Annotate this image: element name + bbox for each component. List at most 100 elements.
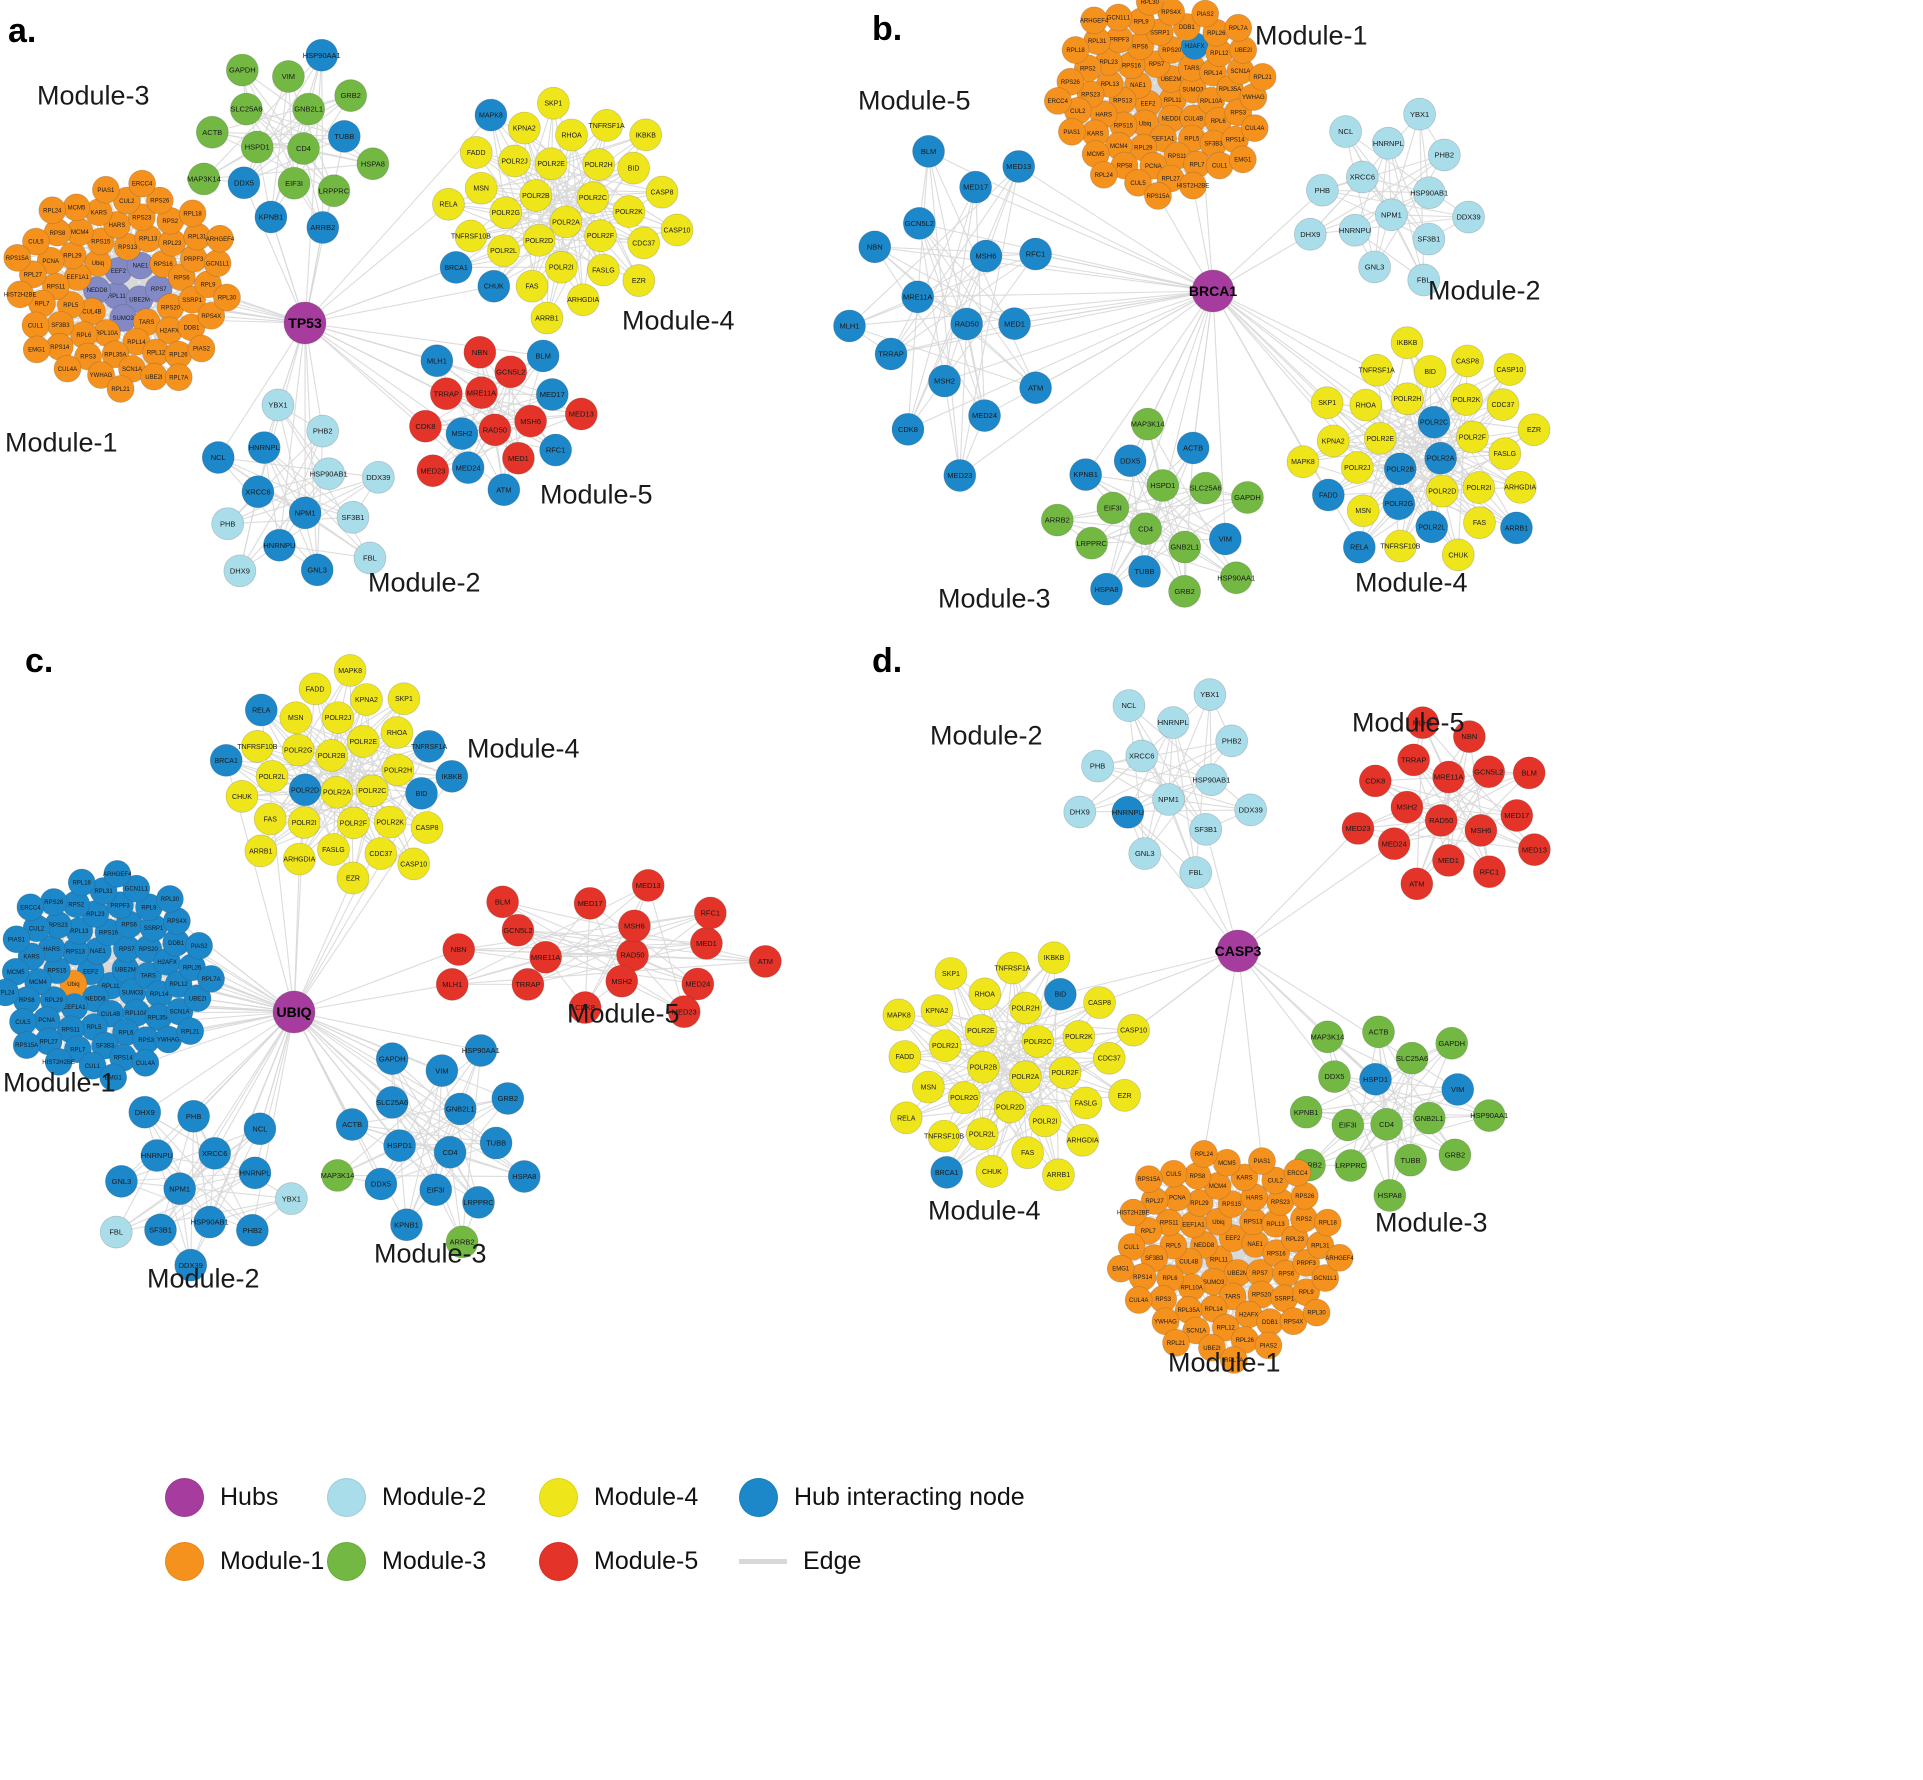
svg-text:CASP10: CASP10: [1120, 1028, 1147, 1035]
svg-text:MLH1: MLH1: [839, 322, 859, 331]
svg-text:NPM1: NPM1: [295, 509, 316, 518]
module-label-c-module-4: Module-4: [467, 733, 580, 763]
module-label-a-module-3: Module-3: [37, 80, 150, 110]
svg-text:DDX39: DDX39: [1239, 806, 1263, 815]
svg-text:NAE1: NAE1: [1247, 1242, 1263, 1248]
svg-text:POLR2L: POLR2L: [490, 248, 517, 255]
svg-text:RPL5: RPL5: [63, 303, 79, 309]
svg-text:CASP8: CASP8: [651, 190, 674, 197]
svg-text:MCM4: MCM4: [1209, 1184, 1227, 1190]
svg-text:CUL4A: CUL4A: [136, 1061, 155, 1067]
svg-text:ATM: ATM: [496, 485, 511, 494]
svg-text:RPL35A: RPL35A: [104, 352, 126, 358]
svg-text:RELA: RELA: [252, 707, 271, 714]
svg-text:PIAS2: PIAS2: [191, 944, 209, 950]
svg-text:IKBKB: IKBKB: [1397, 340, 1418, 347]
module-label-a-module-1: Module-1: [5, 427, 118, 457]
svg-text:XRCC6: XRCC6: [1350, 173, 1375, 182]
svg-text:HSPD1: HSPD1: [387, 1141, 412, 1150]
svg-text:GCN5L2: GCN5L2: [503, 926, 532, 935]
svg-text:EZR: EZR: [632, 278, 646, 285]
svg-text:CASP8: CASP8: [1088, 1000, 1111, 1007]
svg-text:CUL5: CUL5: [1166, 1172, 1182, 1178]
svg-text:TUBB: TUBB: [486, 1139, 506, 1148]
svg-text:RPS4X: RPS4X: [201, 314, 221, 320]
svg-text:FASLG: FASLG: [1494, 451, 1517, 458]
svg-text:RPS15A: RPS15A: [15, 1043, 38, 1049]
svg-text:RPL24: RPL24: [43, 208, 62, 214]
module-label-b-module-2: Module-2: [1428, 275, 1541, 305]
svg-text:POLR2B: POLR2B: [522, 193, 550, 200]
module-label-d-module-2: Module-2: [930, 720, 1043, 750]
svg-text:EEF2: EEF2: [83, 970, 99, 976]
svg-text:MSH2: MSH2: [934, 377, 955, 386]
legend-label-module-1: Module-1: [220, 1547, 324, 1576]
svg-text:RPL12: RPL12: [169, 982, 188, 988]
svg-text:GCN5L2: GCN5L2: [496, 367, 525, 376]
hub-interacting-node-swatch-icon: [739, 1478, 778, 1517]
svg-text:RPS16: RPS16: [154, 262, 174, 268]
svg-text:ERCC4: ERCC4: [1287, 1171, 1308, 1177]
svg-text:RPL12: RPL12: [1210, 51, 1229, 57]
svg-text:POLR2I: POLR2I: [1466, 485, 1491, 492]
svg-text:EEF1A1: EEF1A1: [1182, 1223, 1205, 1229]
svg-text:DDX39: DDX39: [1456, 213, 1480, 222]
svg-text:RPS14: RPS14: [1133, 1275, 1153, 1281]
svg-text:BLM: BLM: [1521, 769, 1536, 778]
svg-text:GNL3: GNL3: [1135, 849, 1155, 858]
svg-text:CUL4B: CUL4B: [101, 1012, 120, 1018]
svg-text:UBE2M: UBE2M: [115, 967, 136, 973]
svg-text:RPS8: RPS8: [19, 998, 35, 1004]
svg-text:XRCC6: XRCC6: [202, 1149, 227, 1158]
svg-text:HIST2H2BE: HIST2H2BE: [4, 292, 37, 298]
svg-text:SSRP1: SSRP1: [1150, 30, 1170, 36]
svg-text:RPL10A: RPL10A: [96, 331, 118, 337]
svg-text:YWHAG: YWHAG: [157, 1038, 180, 1044]
svg-text:MAP3K14: MAP3K14: [1311, 1032, 1345, 1041]
svg-text:GNB2L1: GNB2L1: [1415, 1114, 1444, 1123]
svg-text:POLR2L: POLR2L: [969, 1131, 996, 1138]
svg-text:HSP90AA1: HSP90AA1: [1470, 1111, 1508, 1120]
svg-text:EEF1A1: EEF1A1: [67, 275, 90, 281]
svg-text:RFC1: RFC1: [1480, 867, 1500, 876]
svg-text:SF3B1: SF3B1: [1417, 235, 1440, 244]
svg-text:ERCC4: ERCC4: [1048, 99, 1069, 105]
svg-text:RPL5: RPL5: [1166, 1244, 1182, 1250]
svg-text:CD4: CD4: [443, 1148, 458, 1157]
svg-text:EMG1: EMG1: [1112, 1267, 1130, 1273]
svg-text:POLR2L: POLR2L: [1418, 524, 1445, 531]
svg-text:SUMO3: SUMO3: [1203, 1280, 1225, 1286]
svg-text:DDX5: DDX5: [234, 178, 254, 187]
svg-text:POLR2C: POLR2C: [358, 788, 386, 795]
svg-text:DHX9: DHX9: [1070, 808, 1090, 817]
svg-text:SLC25A6: SLC25A6: [376, 1098, 408, 1107]
svg-text:RPL24: RPL24: [0, 991, 15, 997]
svg-text:POLR2G: POLR2G: [284, 748, 312, 755]
module-1-swatch-icon: [165, 1542, 204, 1581]
svg-text:YBX1: YBX1: [282, 1194, 301, 1203]
svg-text:MSN: MSN: [921, 1084, 937, 1091]
svg-text:TRRAP: TRRAP: [878, 350, 903, 359]
svg-text:RPL11: RPL11: [108, 294, 127, 300]
svg-text:SF3B3: SF3B3: [96, 1044, 115, 1050]
svg-text:RPL30: RPL30: [1141, 0, 1160, 6]
svg-text:POLR2K: POLR2K: [615, 209, 643, 216]
svg-text:ARHGEF4: ARHGEF4: [1325, 1256, 1354, 1262]
svg-text:GCN5L2: GCN5L2: [905, 219, 934, 228]
svg-text:SKP1: SKP1: [942, 971, 960, 978]
svg-text:UBE2I: UBE2I: [189, 996, 207, 1002]
svg-text:CUL1: CUL1: [1124, 1245, 1140, 1251]
svg-text:PIAS2: PIAS2: [1197, 12, 1215, 18]
legend: Hubs Module-2 Module-4 Hub interacting n…: [165, 1465, 1099, 1593]
svg-text:ARRB1: ARRB1: [1047, 1172, 1070, 1179]
svg-text:RPL7: RPL7: [1189, 162, 1205, 168]
svg-text:MSH2: MSH2: [452, 429, 473, 438]
svg-text:FADD: FADD: [1319, 492, 1338, 499]
svg-text:PHB: PHB: [1090, 762, 1105, 771]
svg-text:RPS7: RPS7: [119, 947, 135, 953]
svg-text:POLR2E: POLR2E: [537, 161, 565, 168]
svg-text:TARS: TARS: [1184, 66, 1200, 72]
svg-text:POLR2F: POLR2F: [1051, 1070, 1078, 1077]
svg-text:GAPDH: GAPDH: [229, 66, 256, 75]
svg-text:CUL1: CUL1: [28, 323, 44, 329]
